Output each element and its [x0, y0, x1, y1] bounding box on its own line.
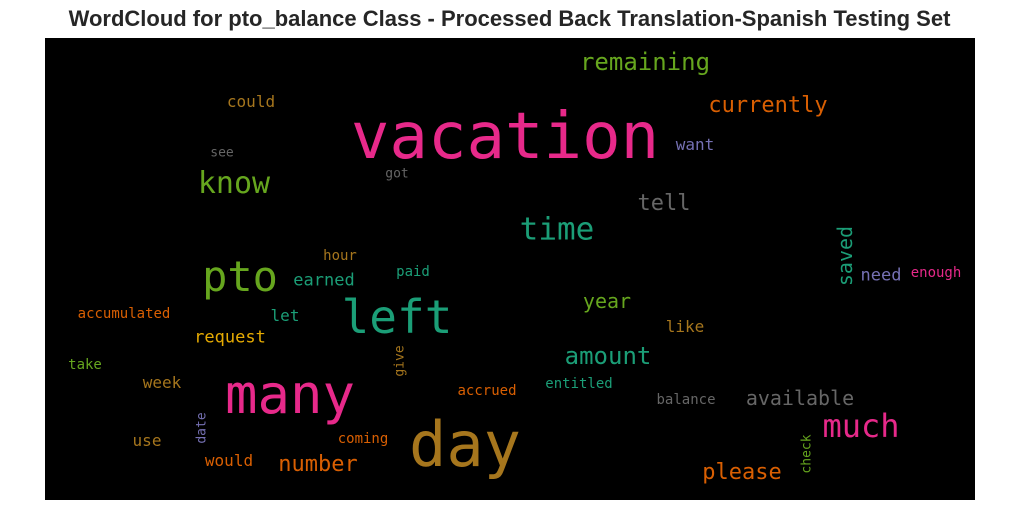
word-want: want: [675, 135, 715, 154]
word-coming: coming: [337, 431, 389, 447]
word-let: let: [270, 306, 300, 325]
word-entitled: entitled: [545, 376, 613, 392]
chart-title: WordCloud for pto_balance Class - Proces…: [68, 6, 951, 31]
word-remaining: remaining: [579, 48, 711, 76]
word-left: left: [341, 290, 453, 344]
word-available: available: [745, 386, 855, 410]
word-many: many: [224, 363, 356, 426]
word-accumulated: accumulated: [77, 306, 171, 322]
word-know: know: [197, 166, 271, 201]
word-week: week: [142, 373, 182, 392]
word-year: year: [582, 289, 632, 313]
word-balance: balance: [656, 392, 716, 408]
word-date: date: [194, 412, 210, 444]
word-request: request: [194, 327, 266, 348]
word-time: time: [519, 211, 595, 248]
word-would: would: [204, 451, 254, 470]
word-much: much: [822, 407, 900, 445]
word-tell: tell: [637, 191, 691, 216]
word-vacation: vacation: [350, 100, 660, 174]
word-give: give: [392, 345, 408, 377]
word-like: like: [665, 317, 705, 336]
word-currently: currently: [708, 93, 828, 118]
word-got: got: [385, 166, 409, 182]
word-number: number: [278, 452, 358, 477]
word-earned: earned: [293, 270, 355, 291]
word-saved: saved: [833, 225, 857, 287]
word-check: check: [799, 434, 815, 474]
word-enough: enough: [910, 265, 962, 281]
word-please: please: [702, 460, 782, 485]
word-amount: amount: [564, 342, 652, 370]
word-use: use: [132, 431, 162, 450]
word-day: day: [409, 408, 521, 481]
word-accrued: accrued: [457, 383, 517, 399]
word-take: take: [68, 357, 102, 373]
word-see: see: [210, 145, 234, 161]
word-need: need: [860, 265, 902, 286]
word-paid: paid: [396, 264, 430, 280]
word-hour: hour: [323, 248, 357, 264]
word-pto: pto: [202, 252, 278, 301]
word-could: could: [226, 92, 276, 111]
